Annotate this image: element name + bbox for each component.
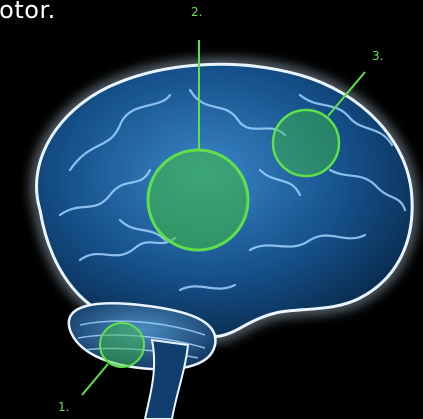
region-1-pointer [82, 364, 108, 395]
marker-label-3: 3. [372, 49, 383, 63]
title-fragment: lotor. [0, 0, 56, 24]
marker-label-1: 1. [58, 400, 69, 414]
marker-label-2: 2. [191, 5, 202, 19]
